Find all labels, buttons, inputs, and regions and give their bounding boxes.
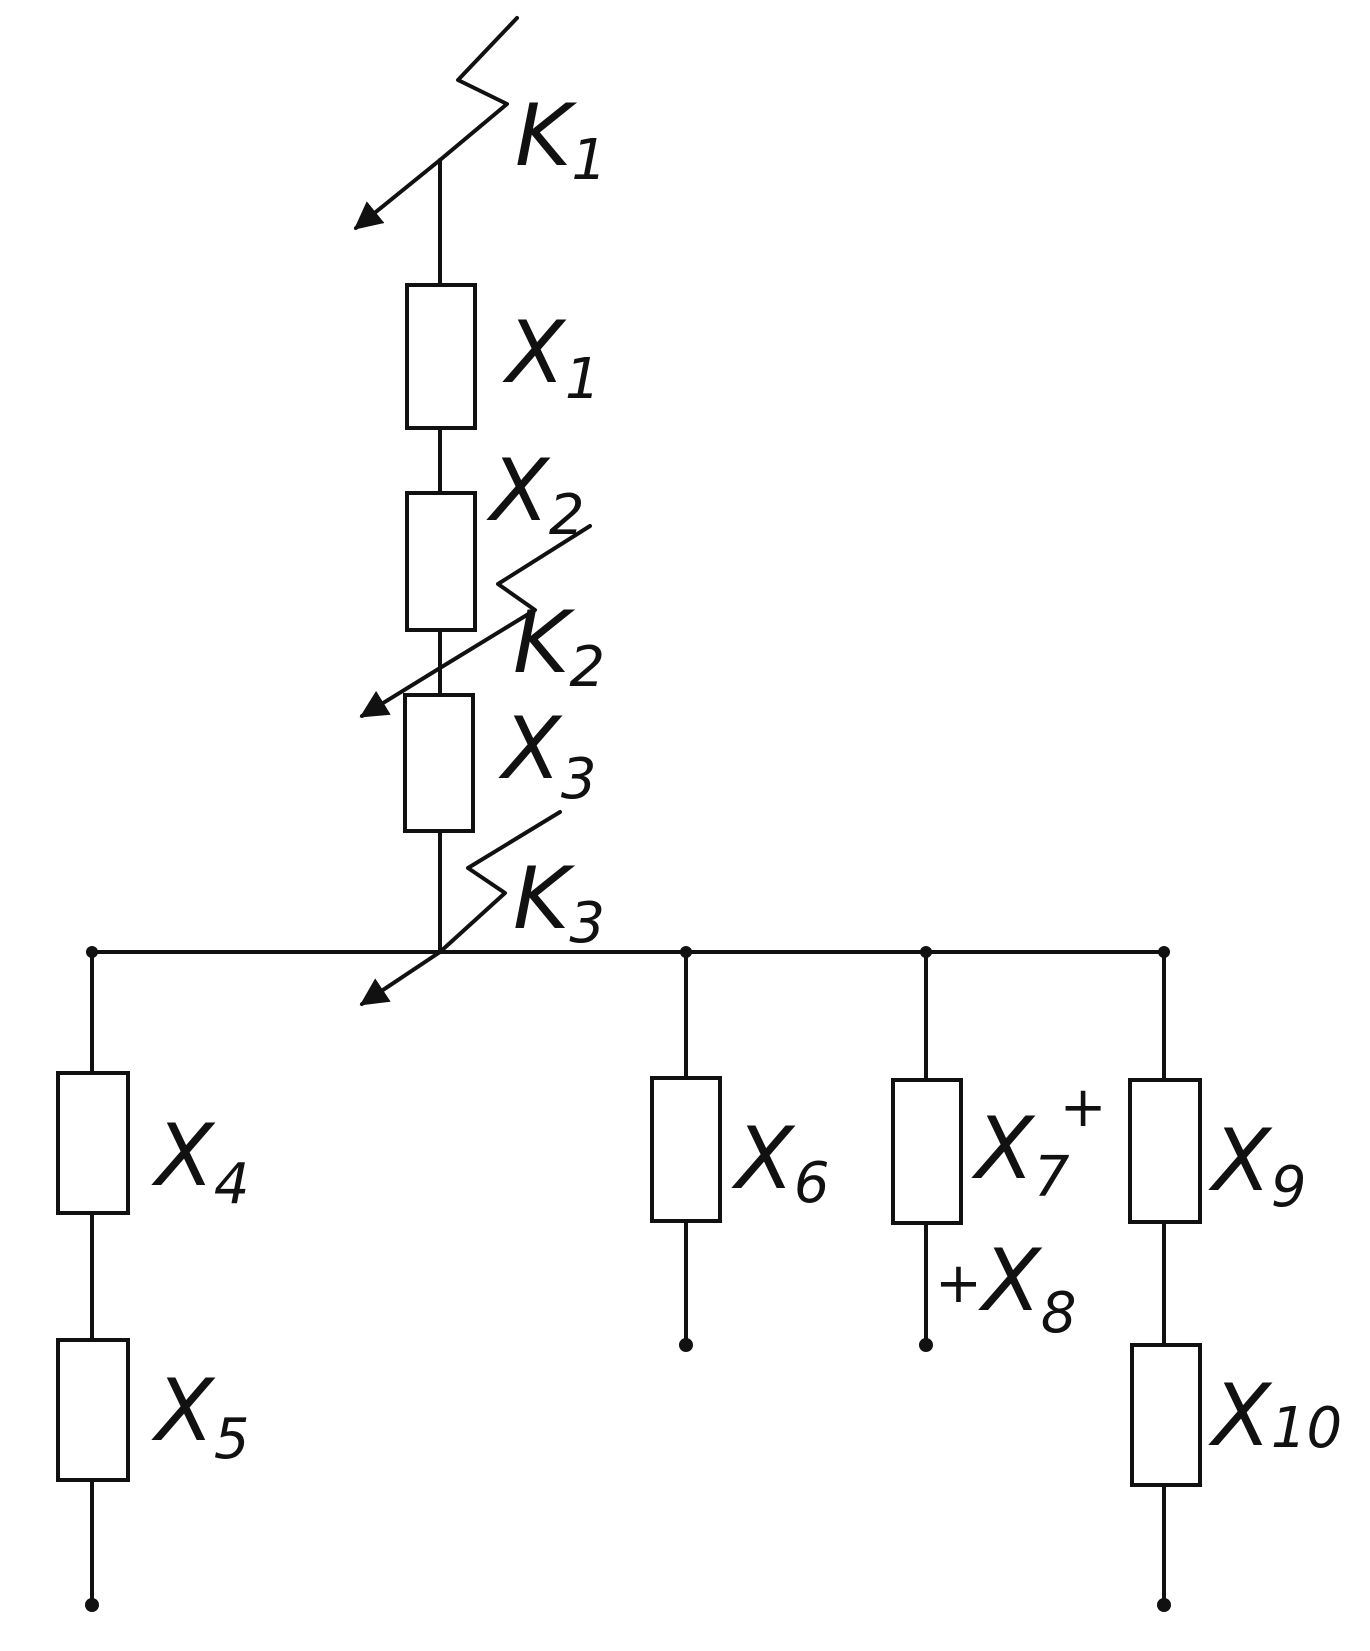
resistor-x3	[403, 693, 475, 833]
resistor-x6	[650, 1076, 722, 1223]
fault-symbol-k1	[353, 16, 519, 230]
label-x3: X3	[498, 699, 597, 812]
resistor-x9	[1128, 1078, 1202, 1224]
label-x8: +X8	[935, 1231, 1076, 1346]
label-k3: K3	[513, 849, 605, 956]
branch2-ground-node	[679, 1338, 693, 1352]
label-x9: X9	[1208, 1111, 1307, 1220]
resistor-x7-x8	[891, 1078, 963, 1225]
resistor-x10	[1130, 1343, 1202, 1487]
label-x6: X6	[731, 1109, 830, 1216]
label-x1: X1	[502, 303, 601, 412]
resistor-x2	[405, 491, 477, 632]
branch3-ground-node	[919, 1338, 933, 1352]
label-x10: X10	[1208, 1366, 1342, 1466]
label-x7: X7+	[971, 1075, 1106, 1210]
resistor-x4	[56, 1071, 130, 1215]
branch4-ground-node	[1157, 1598, 1171, 1612]
fault-symbol-k3	[359, 810, 562, 1006]
fault-symbol-k2	[359, 524, 592, 718]
label-x4: X4	[151, 1106, 250, 1217]
label-x2: X2	[486, 441, 585, 548]
label-k2: K2	[513, 593, 605, 700]
label-k1: K1	[515, 86, 607, 193]
resistor-x1	[405, 283, 477, 430]
resistor-x5	[56, 1338, 130, 1482]
branch1-ground-node	[85, 1598, 99, 1612]
label-x5: X5	[151, 1361, 250, 1472]
